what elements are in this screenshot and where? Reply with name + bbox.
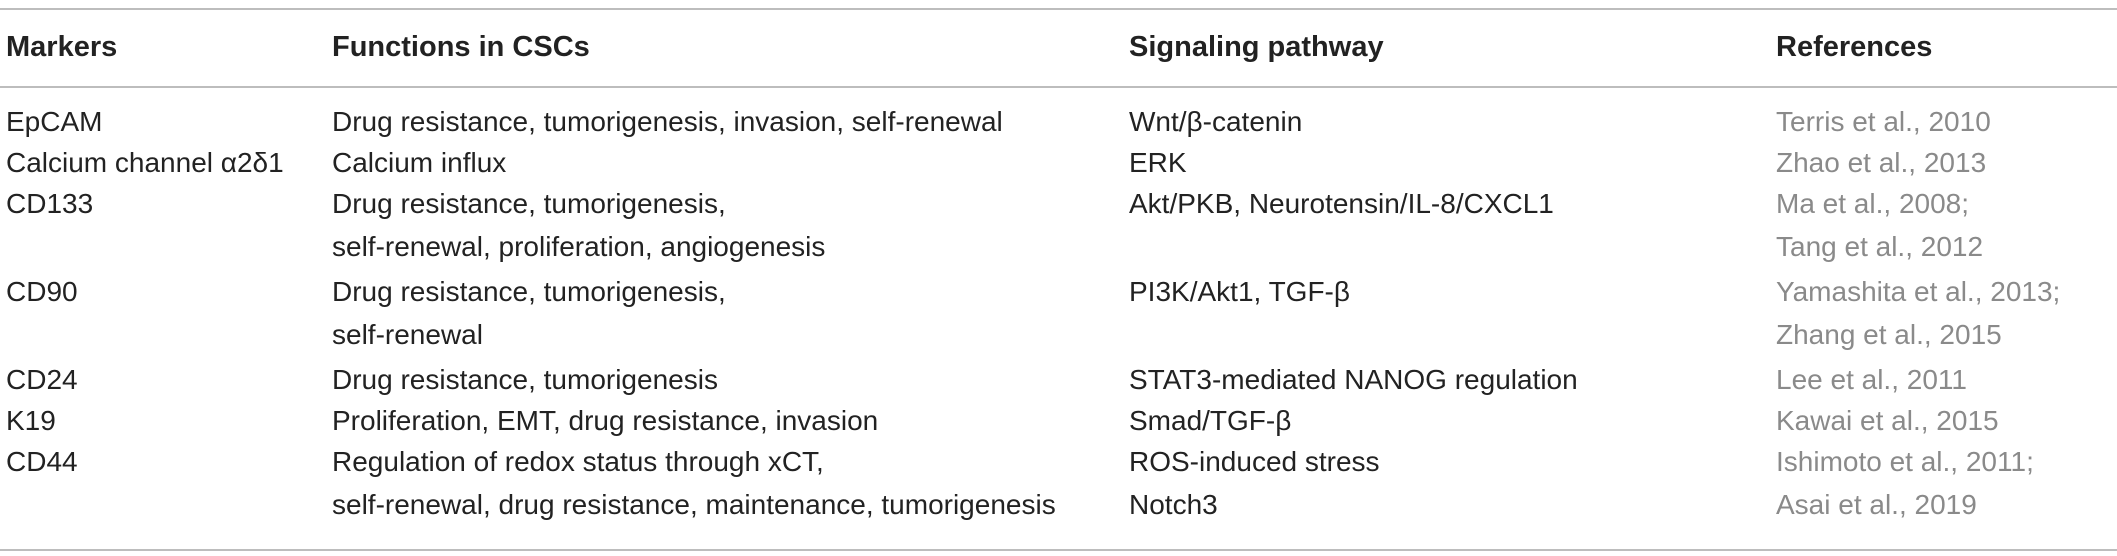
header-signaling-pathway: Signaling pathway xyxy=(1129,31,1384,63)
cell-pathway-line: Notch3 xyxy=(1129,489,1218,520)
cell-marker: EpCAM xyxy=(6,100,102,143)
cell-marker-line: CD44 xyxy=(6,446,78,477)
cell-pathway-line: Smad/TGF-β xyxy=(1129,405,1292,436)
cell-references-line: Ma et al., 2008; xyxy=(1776,188,1970,219)
cell-functions-line: Drug resistance, tumorigenesis, invasion… xyxy=(332,106,1003,137)
cell-functions: Drug resistance, tumorigenesis, invasion… xyxy=(332,100,1003,143)
cell-pathway: ERK xyxy=(1129,141,1187,184)
cell-functions: Drug resistance, tumorigenesis, self-rene… xyxy=(332,270,726,356)
cell-functions: Drug resistance, tumorigenesis, self-rene… xyxy=(332,182,825,268)
cell-references: Lee et al., 2011 xyxy=(1776,358,1967,401)
cell-marker-line: CD24 xyxy=(6,364,78,395)
cell-functions: Proliferation, EMT, drug resistance, inv… xyxy=(332,399,878,442)
cell-references: Kawai et al., 2015 xyxy=(1776,399,1999,442)
cell-references-line: Lee et al., 2011 xyxy=(1776,364,1967,395)
cell-marker: Calcium channel α2δ1 xyxy=(6,141,284,184)
cell-pathway-line: STAT3-mediated NANOG regulation xyxy=(1129,364,1578,395)
cell-marker: CD90 xyxy=(6,270,78,313)
cell-references-line: Terris et al., 2010 xyxy=(1776,106,1991,137)
cell-functions-line: Drug resistance, tumorigenesis xyxy=(332,364,718,395)
cell-marker-line: K19 xyxy=(6,405,56,436)
cell-pathway: Wnt/β-catenin xyxy=(1129,100,1302,143)
cell-pathway: Smad/TGF-β xyxy=(1129,399,1291,442)
cell-functions-line: Drug resistance, tumorigenesis, xyxy=(332,276,726,307)
cell-marker-line: CD90 xyxy=(6,276,78,307)
cell-references-line: Zhang et al., 2015 xyxy=(1776,319,2002,350)
cell-references: Ishimoto et al., 2011; Asai et al., 2019 xyxy=(1776,440,2034,526)
table-header-rule xyxy=(0,86,2117,88)
cell-references: Terris et al., 2010 xyxy=(1776,100,1991,143)
header-markers: Markers xyxy=(6,31,118,63)
cell-functions: Regulation of redox status through xCT, s… xyxy=(332,440,1056,526)
cell-functions-line: self-renewal xyxy=(332,319,483,350)
cell-pathway: PI3K/Akt1, TGF-β xyxy=(1129,270,1350,313)
cell-functions: Calcium influx xyxy=(332,141,506,184)
cell-pathway: Akt/PKB, Neurotensin/IL-8/CXCL1 xyxy=(1129,182,1554,225)
cell-references-line: Ishimoto et al., 2011; xyxy=(1776,446,2034,477)
cell-marker-line: EpCAM xyxy=(6,106,103,137)
cell-pathway-line: Akt/PKB, Neurotensin/IL-8/CXCL1 xyxy=(1129,188,1554,219)
cell-functions-line: Proliferation, EMT, drug resistance, inv… xyxy=(332,405,879,436)
cell-references: Zhao et al., 2013 xyxy=(1776,141,1986,184)
cell-functions-line: Regulation of redox status through xCT, xyxy=(332,446,824,477)
table-header-row: Markers Functions in CSCs Signaling path… xyxy=(0,8,2117,86)
cell-pathway-line: Wnt/β-catenin xyxy=(1129,106,1303,137)
cell-functions: Drug resistance, tumorigenesis xyxy=(332,358,718,401)
cell-marker: CD133 xyxy=(6,182,93,225)
header-functions: Functions in CSCs xyxy=(332,31,590,63)
cell-marker: K19 xyxy=(6,399,56,442)
cell-references: Ma et al., 2008; Tang et al., 2012 xyxy=(1776,182,1983,268)
cell-references-line: Kawai et al., 2015 xyxy=(1776,405,1999,436)
cell-pathway-line: ROS-induced stress xyxy=(1129,446,1380,477)
header-references: References xyxy=(1776,31,1933,63)
cell-references-line: Tang et al., 2012 xyxy=(1776,231,1984,262)
cell-pathway-line: PI3K/Akt1, TGF-β xyxy=(1129,276,1350,307)
table-top-rule xyxy=(0,8,2117,10)
cell-marker: CD44 xyxy=(6,440,78,483)
cell-pathway: STAT3-mediated NANOG regulation xyxy=(1129,358,1578,401)
cell-references-line: Zhao et al., 2013 xyxy=(1776,147,1987,178)
cell-marker-line: Calcium channel α2δ1 xyxy=(6,147,284,178)
cell-references-line: Asai et al., 2019 xyxy=(1776,489,1977,520)
cell-functions-line: Calcium influx xyxy=(332,147,507,178)
cell-functions-line: self-renewal, drug resistance, maintenan… xyxy=(332,489,1056,520)
cell-pathway-line: ERK xyxy=(1129,147,1187,178)
cell-functions-line: Drug resistance, tumorigenesis, xyxy=(332,188,726,219)
cell-references: Yamashita et al., 2013; Zhang et al., 201… xyxy=(1776,270,2060,356)
table-bottom-rule xyxy=(0,549,2117,551)
cell-marker: CD24 xyxy=(6,358,78,401)
cell-functions-line: self-renewal, proliferation, angiogenesi… xyxy=(332,231,826,262)
cell-marker-line: CD133 xyxy=(6,188,94,219)
cell-references-line: Yamashita et al., 2013; xyxy=(1776,276,2061,307)
